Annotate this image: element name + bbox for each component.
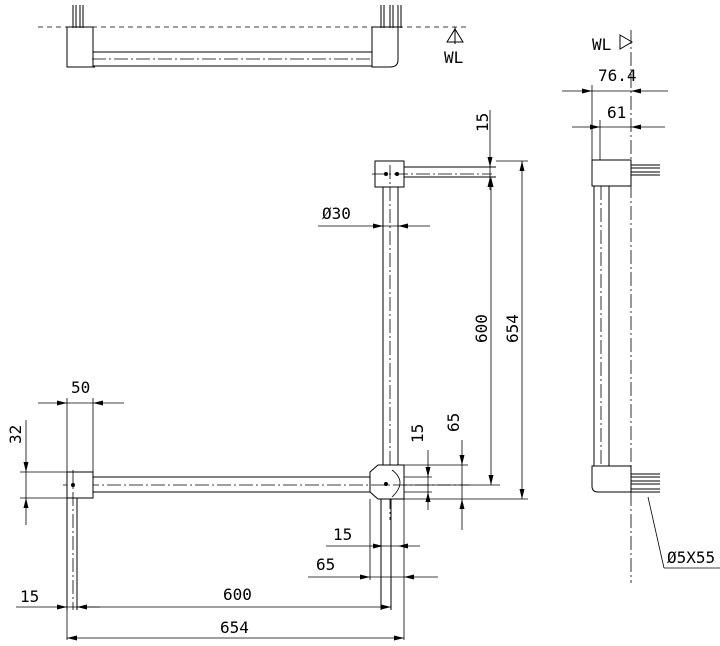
dim-65-vert: 65 [444, 413, 463, 432]
top-left-bracket [66, 26, 94, 68]
dim-65-corner: 65 [316, 555, 335, 574]
wl-label-top: WL [444, 48, 463, 67]
wl-triangle-side-icon [619, 34, 633, 50]
side-bottom-bracket [591, 465, 632, 493]
front-vertical-bar [382, 186, 399, 466]
dim-600-vert: 600 [472, 314, 491, 343]
dim-654-vert: 654 [503, 314, 522, 343]
dim-15-top: 15 [473, 113, 492, 132]
dim-dia30: Ø30 [322, 204, 351, 223]
front-left-bracket [66, 471, 94, 499]
dim-screw: Ø5X55 [667, 548, 715, 567]
top-plan-view: WL [38, 5, 470, 68]
side-bar [593, 185, 610, 467]
front-view: 15 Ø30 600 654 65 15 [6, 110, 528, 641]
side-view: WL 76.4 61 [562, 30, 720, 583]
side-screws-top [631, 164, 660, 176]
dim-50: 50 [71, 378, 90, 397]
wl-label-side: WL [592, 35, 611, 54]
dim-15-corner: 15 [333, 525, 352, 544]
dim-61: 61 [607, 103, 626, 122]
dim-15-vert: 15 [408, 424, 427, 443]
screws-top-right [380, 5, 402, 28]
front-corner-fitting [369, 464, 405, 500]
dim-600-horiz: 600 [223, 585, 252, 604]
dim-32: 32 [6, 425, 25, 444]
front-horizontal-bar [92, 476, 371, 493]
side-screws-bottom [631, 473, 660, 493]
dim-15-left: 15 [20, 587, 39, 606]
top-right-bracket [371, 26, 399, 68]
screws-top-left [72, 5, 84, 28]
dim-654-horiz: 654 [220, 618, 249, 637]
side-top-bracket [591, 159, 632, 187]
dim-76-4: 76.4 [598, 66, 637, 85]
